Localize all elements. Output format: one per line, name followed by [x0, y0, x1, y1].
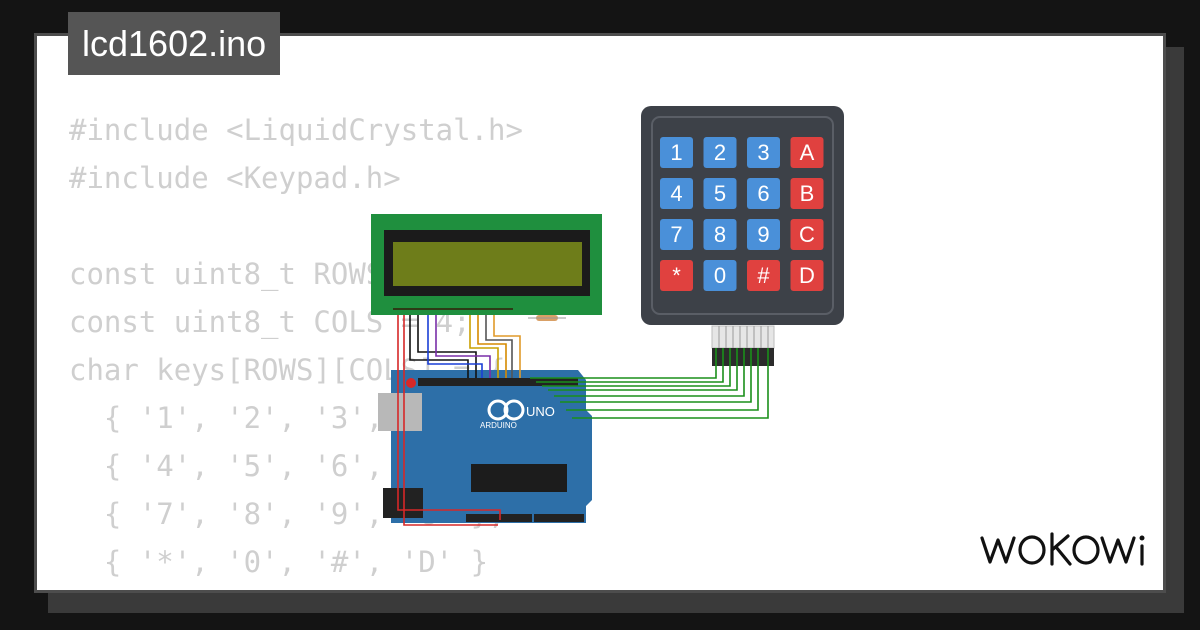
keypad-key[interactable]: #	[747, 260, 780, 291]
keypad-key-label: 4	[670, 181, 682, 206]
code-line: { '*', '0', '#', 'D' }	[69, 545, 489, 579]
keypad-key[interactable]: D	[790, 260, 824, 291]
code-line: #include <LiquidCrystal.h>	[69, 113, 523, 147]
code-line: #include <Keypad.h>	[69, 161, 401, 195]
keypad-4x4: 1 2 3 A 4 5 6 B 7 8 9 C * 0 # D	[641, 106, 844, 325]
keypad-key-label: 8	[714, 222, 726, 247]
keypad-key[interactable]: 4	[660, 178, 693, 209]
keypad-key-label: D	[799, 263, 815, 288]
keypad-key[interactable]: 9	[747, 219, 780, 250]
keypad-key-label: 6	[757, 181, 769, 206]
keypad-key-label: 0	[714, 263, 726, 288]
board-brand: ARDUINO	[480, 421, 517, 430]
keypad-key[interactable]: 1	[660, 137, 693, 168]
keypad-key[interactable]: C	[790, 219, 824, 250]
sketch-title: lcd1602.ino	[68, 12, 281, 75]
arduino-uno: ARDUINO UNO	[378, 370, 592, 523]
keypad-key-label: *	[672, 263, 681, 288]
keypad-key[interactable]: 5	[703, 178, 737, 209]
code-preview: #include <LiquidCrystal.h> #include <Keyp…	[69, 106, 523, 590]
keypad-key[interactable]: 6	[747, 178, 780, 209]
wokwi-logo: WOKWi	[978, 520, 1148, 582]
keypad-key-label: 1	[670, 140, 682, 165]
keypad-key-label: A	[800, 140, 815, 165]
keypad-key[interactable]: 3	[747, 137, 780, 168]
keypad-key-label: 2	[714, 140, 726, 165]
keypad-connector	[711, 325, 775, 366]
keypad-key[interactable]: 0	[703, 260, 737, 291]
lcd-1602	[371, 214, 602, 321]
board-model: UNO	[526, 404, 555, 419]
wires	[397, 315, 769, 526]
keypad-key[interactable]: 2	[703, 137, 737, 168]
keypad-key[interactable]: B	[790, 178, 824, 209]
keypad-key-label: 5	[714, 181, 726, 206]
keypad-key-label: B	[800, 181, 815, 206]
keypad-key[interactable]: 7	[660, 219, 693, 250]
keypad-key-label: 9	[757, 222, 769, 247]
keypad-key-label: 7	[670, 222, 682, 247]
keypad-key[interactable]: *	[660, 260, 693, 291]
keypad-key-label: C	[799, 222, 815, 247]
code-line: char keys[ROWS][COLS] = {	[69, 353, 506, 387]
keypad-key-label: #	[757, 263, 770, 288]
keypad-key[interactable]: A	[790, 137, 824, 168]
keypad-key-label: 3	[757, 140, 769, 165]
keypad-key[interactable]: 8	[703, 219, 737, 250]
